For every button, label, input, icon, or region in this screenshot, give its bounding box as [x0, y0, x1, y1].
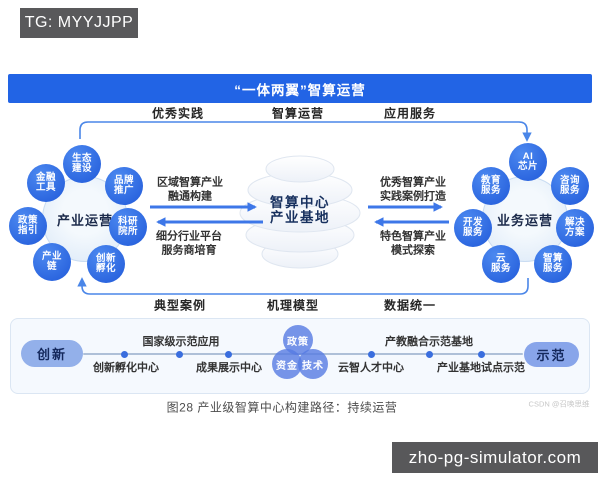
exchange-left-out-text: 区域智算产业 融通构建 — [157, 176, 223, 203]
milestone-talent-center: 云智人才中心 — [338, 362, 404, 374]
flow-label-typical-case: 典型案例 — [153, 298, 207, 313]
site-watermark: zho-pg-simulator.com — [392, 442, 598, 473]
venn-tech: 技术 — [298, 349, 328, 379]
venn-funding: 资金 — [272, 349, 302, 379]
exchange-left-in-text: 细分行业平台 服务商培育 — [156, 230, 222, 257]
figure-caption: 图28 产业级智算中心构建路径：持续运营 — [166, 400, 398, 415]
milestone-pilot-demo-base: 产业基地试点示范 — [437, 362, 525, 374]
milestone-dot — [225, 350, 232, 358]
core-sphere-label: 智算中心 产业基地 — [270, 195, 330, 225]
milestone-achievement-center: 成果展示中心 — [196, 362, 262, 374]
node-edu-svc: 教育 服务 — [472, 167, 510, 205]
milestone-edu-industry-base: 产教融合示范基地 — [385, 336, 473, 348]
node-ai-chip: AI 芯片 — [509, 143, 547, 181]
node-consult-svc: 咨询 服务 — [551, 167, 589, 205]
node-dev-svc: 开发 服务 — [454, 209, 492, 247]
flow-label-mechanism-model: 机理模型 — [266, 298, 320, 313]
node-research-inst: 科研 院所 — [109, 208, 147, 246]
csdn-watermark: CSDN @召唤思维 — [528, 399, 590, 409]
milestone-national-demo-app: 国家级示范应用 — [142, 336, 220, 348]
flow-label-computing-ops: 智算运营 — [271, 106, 325, 121]
exchange-right-in-text: 特色智算产业 模式探索 — [380, 230, 446, 257]
node-cloud-svc: 云 服务 — [482, 245, 520, 283]
milestone-dot — [426, 350, 433, 358]
milestone-dot — [368, 350, 375, 358]
node-industry-chain: 产业 链 — [33, 243, 71, 281]
node-solution: 解决 方案 — [556, 209, 594, 247]
node-policy-guide: 政策 指引 — [9, 207, 47, 245]
innovation-pill: 创新 — [21, 340, 83, 367]
milestone-incubation-center: 创新孵化中心 — [93, 362, 159, 374]
roadmap-panel: 创新 示范 创新孵化中心 国家级示范应用 成果展示中心 云智人才中心 产教融合示… — [10, 318, 590, 394]
tg-badge: TG: MYYJJPP — [20, 8, 138, 38]
node-computing-svc: 智算 服务 — [534, 245, 572, 283]
business-operations-label: 业务运营 — [496, 212, 553, 228]
flow-label-best-practice: 优秀实践 — [151, 106, 205, 121]
top-bracket-arrow — [79, 121, 532, 142]
industry-operations-label: 产业运营 — [56, 212, 113, 228]
banner-title: “一体两翼”智算运营 — [8, 74, 592, 103]
exchange-right-out-text: 优秀智算产业 实践案例打造 — [380, 176, 446, 203]
node-finance-tools: 金融 工具 — [27, 164, 65, 202]
flow-label-data-unify: 数据统一 — [383, 298, 437, 313]
flow-label-app-service: 应用服务 — [383, 106, 437, 121]
bottom-return-arrow — [77, 277, 529, 295]
milestone-dot — [121, 350, 128, 358]
demonstration-pill: 示范 — [524, 342, 579, 367]
milestone-dot — [176, 350, 183, 358]
node-brand-promo: 品牌 推广 — [105, 167, 143, 205]
node-eco-building: 生态 建设 — [63, 145, 101, 183]
milestone-dot — [478, 350, 485, 358]
node-innov-incubate: 创新 孵化 — [87, 245, 125, 283]
